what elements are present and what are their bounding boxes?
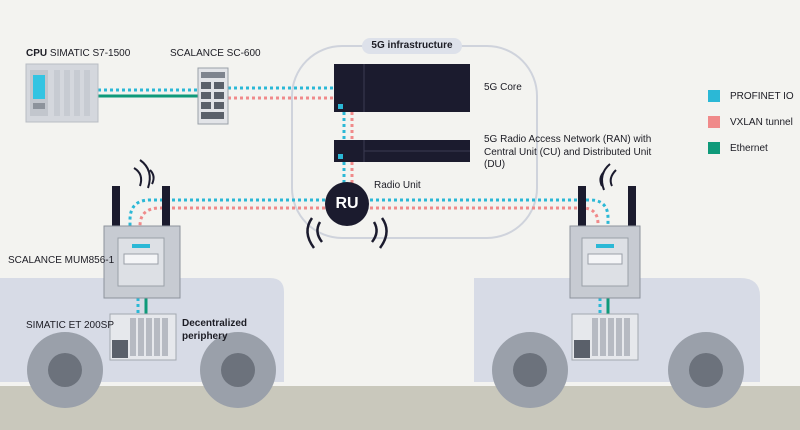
radio-unit-label: Radio Unit — [374, 180, 421, 191]
floor — [0, 386, 800, 430]
legend-swatch-vxlan — [708, 116, 720, 128]
core-box — [334, 64, 470, 112]
infrastructure-title: 5G infrastructure — [362, 38, 462, 54]
cpu-device — [25, 63, 99, 123]
cpu-label-name: SIMATIC S7-1500 — [49, 48, 131, 59]
legend-label-ethernet: Ethernet — [730, 142, 768, 154]
legend-label-profinet: PROFINET IO — [730, 90, 794, 102]
legend-swatch-ethernet — [708, 142, 720, 154]
radio-unit — [306, 182, 388, 249]
legend-label-vxlan: VXLAN tunnel — [730, 116, 793, 128]
legend-item-vxlan: VXLAN tunnel — [708, 116, 793, 128]
switch-device — [197, 67, 229, 125]
connection-lines — [98, 86, 610, 314]
ru-text: RU — [335, 195, 359, 212]
switch-label: SCALANCE SC-600 — [170, 48, 261, 59]
mum-left — [103, 159, 181, 299]
mum-label: SCALANCE MUM856-1 — [8, 255, 115, 266]
ran-label: 5G Radio Access Network (RAN) with Centr… — [484, 134, 652, 170]
cpu-label-bold: CPU — [26, 48, 48, 59]
et200sp-left — [109, 313, 177, 361]
mum-right — [569, 163, 641, 299]
et200sp-right — [571, 313, 639, 361]
et200sp-label: SIMATIC ET 200SP — [26, 320, 114, 331]
legend-swatch-profinet — [708, 90, 720, 102]
ran-box — [334, 140, 470, 162]
legend-item-ethernet: Ethernet — [708, 142, 768, 154]
periphery-label: Decentralized periphery — [182, 318, 248, 342]
legend-item-profinet: PROFINET IO — [708, 90, 794, 102]
core-label: 5G Core — [484, 82, 522, 93]
cpu-label: CPU SIMATIC S7-1500 — [26, 48, 130, 61]
